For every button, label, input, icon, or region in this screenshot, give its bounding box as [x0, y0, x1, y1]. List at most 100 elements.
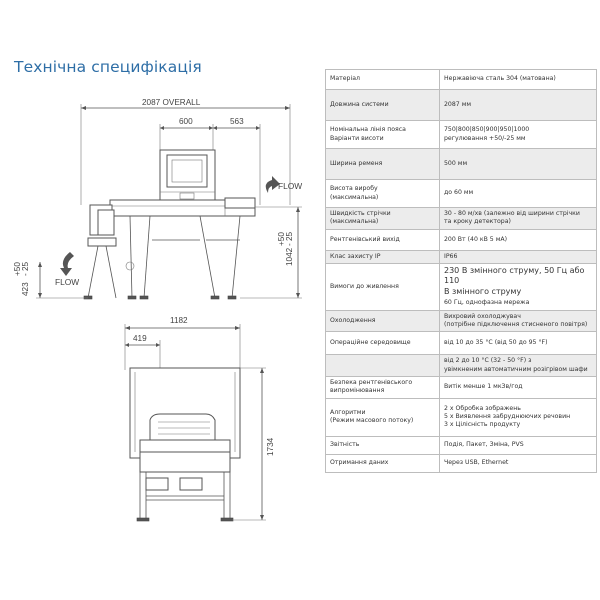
spec-value: 500 мм [439, 148, 597, 180]
spec-label-line: Рентгенівський вихід [330, 235, 400, 243]
spec-label-line: (Режим масового потоку) [330, 417, 414, 425]
spec-label-line: Безпека рентгенівського [330, 379, 413, 387]
spec-value-line: Подія, Пакет, Зміна, PVS [444, 441, 524, 449]
spec-label-line: (максимальна) [330, 193, 379, 201]
spec-value-line: увімкненим автоматичним розігрівом шафи [444, 365, 588, 373]
dim-left-c: 423 [21, 282, 30, 296]
spec-value: Вихровий охолоджувач(потрібне підключенн… [439, 309, 597, 333]
spec-value-line: регулювання +50/-25 мм [444, 134, 526, 142]
dim-left-a: +50 [13, 262, 22, 276]
spec-label: Алгоритми(Режим масового потоку) [325, 397, 440, 437]
spec-row: Вимоги до живлення 230 В змінного струму,… [325, 263, 597, 311]
spec-label: Клас захисту IP [325, 249, 440, 265]
spec-value: від 10 до 35 °C (від 50 до 95 °F) [439, 331, 597, 356]
spec-label-line: Варіанти висоти [330, 134, 384, 142]
spec-value-line: 2087 мм [444, 100, 472, 108]
spec-label: Висота виробу(максимальна) [325, 179, 440, 208]
spec-label: Рентгенівський вихід [325, 228, 440, 251]
spec-value-line: від 10 до 35 °C (від 50 до 95 °F) [444, 339, 548, 347]
spec-label-line: Алгоритми [330, 408, 366, 416]
spec-table: Матеріал Нержавіюча сталь 304 (матована) Д… [325, 69, 597, 473]
spec-label-line: Швидкість стрічки (максимальна) [330, 210, 391, 226]
spec-value: 2087 мм [439, 89, 597, 121]
spec-label: Операційне середовище [325, 331, 440, 356]
spec-row: Клас захисту IP IP66 [325, 249, 597, 265]
spec-label: Ширина ременя [325, 148, 440, 180]
spec-row: Рентгенівський вихід 200 Вт (40 кВ 5 мА) [325, 228, 597, 251]
dim-600: 600 [179, 117, 193, 126]
spec-row: Охолодження Вихровий охолоджувач(потрібне… [325, 309, 597, 333]
spec-row: Ширина ременя 500 мм [325, 148, 597, 180]
spec-label-line: Матеріал [330, 75, 360, 83]
spec-label-line: Звітність [330, 441, 360, 449]
dim-right-b: - 25 [285, 231, 294, 246]
page-title: Технічна специфікація [14, 58, 202, 76]
dim-1734: 1734 [266, 437, 275, 456]
spec-label-line: Довжина системи [330, 100, 389, 108]
spec-value: Нержавіюча сталь 304 (матована) [439, 69, 597, 90]
spec-row: Операційне середовище від 10 до 35 °C (ві… [325, 331, 597, 356]
spec-label: Матеріал [325, 69, 440, 90]
flow-out-label: FLOW [55, 277, 79, 287]
spec-value-large-line: 230 В змінного струму, 50 Гц або 110 [444, 266, 585, 286]
spec-row: Швидкість стрічки (максимальна) 30 - 80 м… [325, 207, 597, 230]
spec-value-line: 5 x Виявлення забруднюючих речовин [444, 413, 571, 421]
spec-value-line: (потрібне підключення стисненого повітря… [444, 320, 588, 328]
spec-value: Через USB, Ethernet [439, 453, 597, 473]
spec-row: Звітність Подія, Пакет, Зміна, PVS [325, 435, 597, 455]
spec-row: Висота виробу(максимальна) до 60 мм [325, 179, 597, 208]
spec-value-line: від 2 до 10 °C (32 - 50 °F) з [444, 357, 532, 365]
spec-value-line: 500 мм [444, 159, 468, 167]
flow-in-label: FLOW [278, 181, 302, 191]
spec-row: Довжина системи 2087 мм [325, 89, 597, 121]
spec-value: Подія, Пакет, Зміна, PVS [439, 435, 597, 455]
dim-overall: 2087 OVERALL [142, 98, 201, 107]
spec-value-line: IP66 [444, 252, 458, 260]
spec-value-line: 3 x Цілісність продукту [444, 421, 521, 429]
spec-label: Швидкість стрічки (максимальна) [325, 207, 440, 230]
spec-value: до 60 мм [439, 179, 597, 208]
spec-value: 30 - 80 м/хв (залежно від ширини стрічки… [439, 207, 597, 230]
spec-value-line: до 60 мм [444, 189, 474, 197]
dim-right-a: +50 [277, 232, 286, 246]
spec-label: Охолодження [325, 309, 440, 333]
spec-label [325, 354, 440, 378]
spec-label: Отримання даних [325, 453, 440, 473]
dim-419: 419 [133, 334, 147, 343]
spec-value-line: Нержавіюча сталь 304 (матована) [444, 75, 556, 83]
spec-label-line: Висота виробу [330, 185, 378, 193]
dim-right-c: 1042 [285, 247, 294, 266]
spec-label-line: Операційне середовище [330, 339, 411, 347]
dim-1182: 1182 [170, 316, 188, 325]
spec-value: Витік менше 1 мкЗв/год [439, 376, 597, 399]
spec-label-line: Вимоги до живлення [330, 282, 399, 290]
dim-left-b: - 25 [21, 261, 30, 276]
spec-label: Звітність [325, 435, 440, 455]
spec-value-line: 30 - 80 м/хв (залежно від ширини стрічки [444, 210, 580, 217]
spec-value-line: Витік менше 1 мкЗв/год [444, 383, 523, 391]
spec-row: Матеріал Нержавіюча сталь 304 (матована) [325, 69, 597, 90]
spec-label-line: Охолодження [330, 316, 376, 324]
spec-value-line: 750|800|850|900|950|1000 [444, 126, 530, 134]
spec-label: Вимоги до живлення [325, 263, 440, 311]
spec-value: IP66 [439, 249, 597, 265]
spec-label-line: Клас захисту IP [330, 252, 381, 260]
spec-value-line: 60 Гц, однофазна мережа [444, 299, 530, 307]
dim-563: 563 [230, 117, 244, 126]
spec-label: Довжина системи [325, 89, 440, 121]
spec-label-line: випромінювання [330, 387, 385, 395]
spec-value-line: та кроку детектора) [444, 218, 511, 226]
spec-label-line: Ширина ременя [330, 159, 383, 167]
spec-value-line: 200 Вт (40 кВ 5 мА) [444, 235, 508, 243]
